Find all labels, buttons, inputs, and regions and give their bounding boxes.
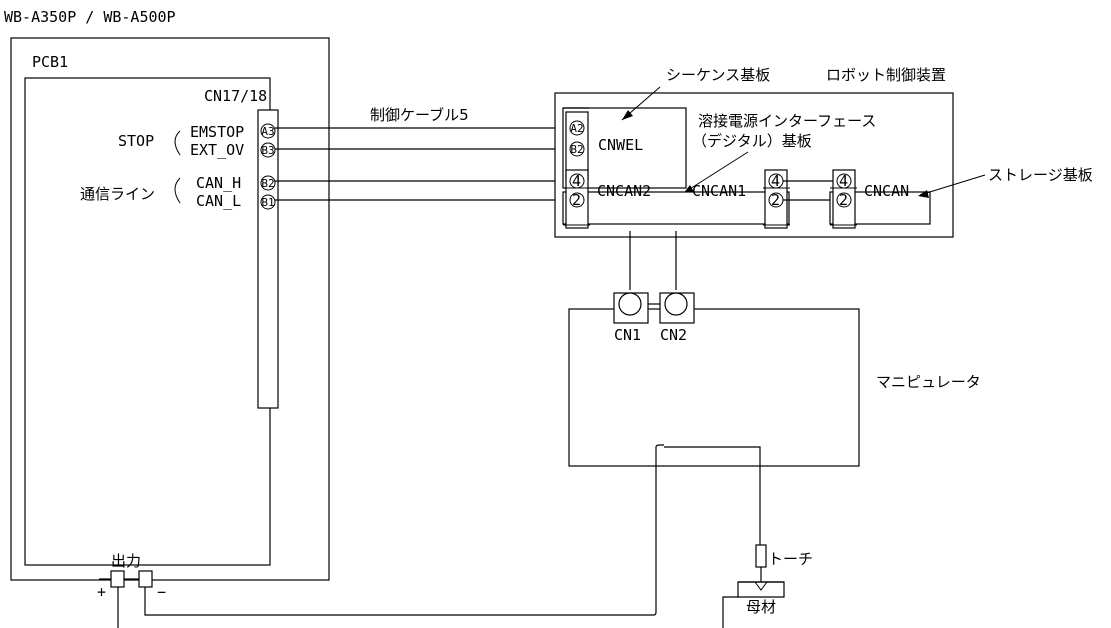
pin-b1: B1	[261, 196, 274, 209]
comm-group-label: 通信ライン	[80, 185, 155, 203]
cncan-pin-4: 4	[839, 172, 848, 190]
output-plus-terminal	[110, 570, 125, 588]
comm-bracket	[174, 177, 181, 204]
pin-b3-circle	[260, 142, 276, 158]
cn1-label: CN1	[614, 326, 641, 344]
cnwel-pin-b2-circle	[569, 141, 585, 157]
cable-label: 制御ケーブル5	[370, 106, 469, 124]
cncan2-label: CNCAN2	[597, 182, 651, 200]
cncan-label: CNCAN	[864, 182, 909, 200]
cncan2-pin-4: 4	[572, 172, 581, 190]
cncan-pin-2: 2	[839, 191, 848, 209]
interface-arrow	[684, 151, 749, 193]
cnwel-pin-a2-circle	[569, 120, 585, 136]
interface-board-label-2: （デジタル）基板	[692, 132, 812, 150]
torch-cable	[664, 446, 761, 545]
manipulator-label: マニピュレータ	[876, 373, 981, 391]
output-minus-terminal	[138, 570, 153, 588]
cncan1-pin-2: 2	[771, 191, 780, 209]
base-metal-label: 母材	[746, 598, 776, 616]
cncan2-pin-2: 2	[572, 191, 581, 209]
signal-ext-ov: EXT_OV	[190, 141, 244, 159]
stop-bracket	[174, 130, 181, 156]
signal-can-l: CAN_L	[196, 192, 241, 210]
storage-board-label: ストレージ基板	[988, 166, 1093, 184]
output-minus-cable	[144, 444, 664, 616]
signal-emstop: EMSTOP	[190, 123, 244, 141]
model-title: WB-A350P / WB-A500P	[4, 8, 176, 26]
storage-arrow-head	[918, 190, 929, 198]
stop-group-label: STOP	[118, 132, 154, 150]
pcb-board	[24, 77, 271, 566]
cn2-label: CN2	[660, 326, 687, 344]
base-metal-ground	[722, 596, 738, 628]
cnwel-pin-b2: B2	[570, 143, 583, 156]
signal-can-h: CAN_H	[196, 174, 241, 192]
interface-board	[562, 191, 790, 225]
cn1-circle	[618, 292, 642, 316]
pin-b3: B3	[261, 144, 274, 157]
interface-board-label-1: 溶接電源インターフェース	[698, 112, 876, 130]
cnwel-label: CNWEL	[598, 136, 643, 154]
manipulator-box	[568, 308, 860, 467]
torch-label: トーチ	[768, 550, 813, 568]
cn2-circle	[664, 292, 688, 316]
storage-arrow	[919, 174, 986, 196]
output-label: 出力	[111, 552, 141, 570]
pin-a3: A3	[261, 125, 274, 138]
sequence-arrow-head	[622, 110, 633, 120]
cnwel-pin-a2: A2	[570, 122, 583, 135]
torch-body	[755, 544, 767, 568]
connector-label: CN17/18	[204, 87, 267, 105]
torch-tip	[754, 581, 768, 591]
cncan1-label: CNCAN1	[692, 182, 746, 200]
cncan1-pin-4: 4	[771, 172, 780, 190]
pcb-label: PCB1	[32, 53, 68, 71]
sequence-board-label: シーケンス基板	[666, 66, 770, 84]
pin-b2-circle	[260, 175, 276, 191]
output-plus-sign: +	[97, 583, 106, 601]
connector-block	[257, 109, 279, 409]
controller-title: ロボット制御装置	[826, 66, 946, 84]
pin-a3-circle	[260, 123, 276, 139]
output-minus-sign: −	[157, 583, 166, 601]
pin-b2: B2	[261, 177, 274, 190]
pin-b1-circle	[260, 194, 276, 210]
